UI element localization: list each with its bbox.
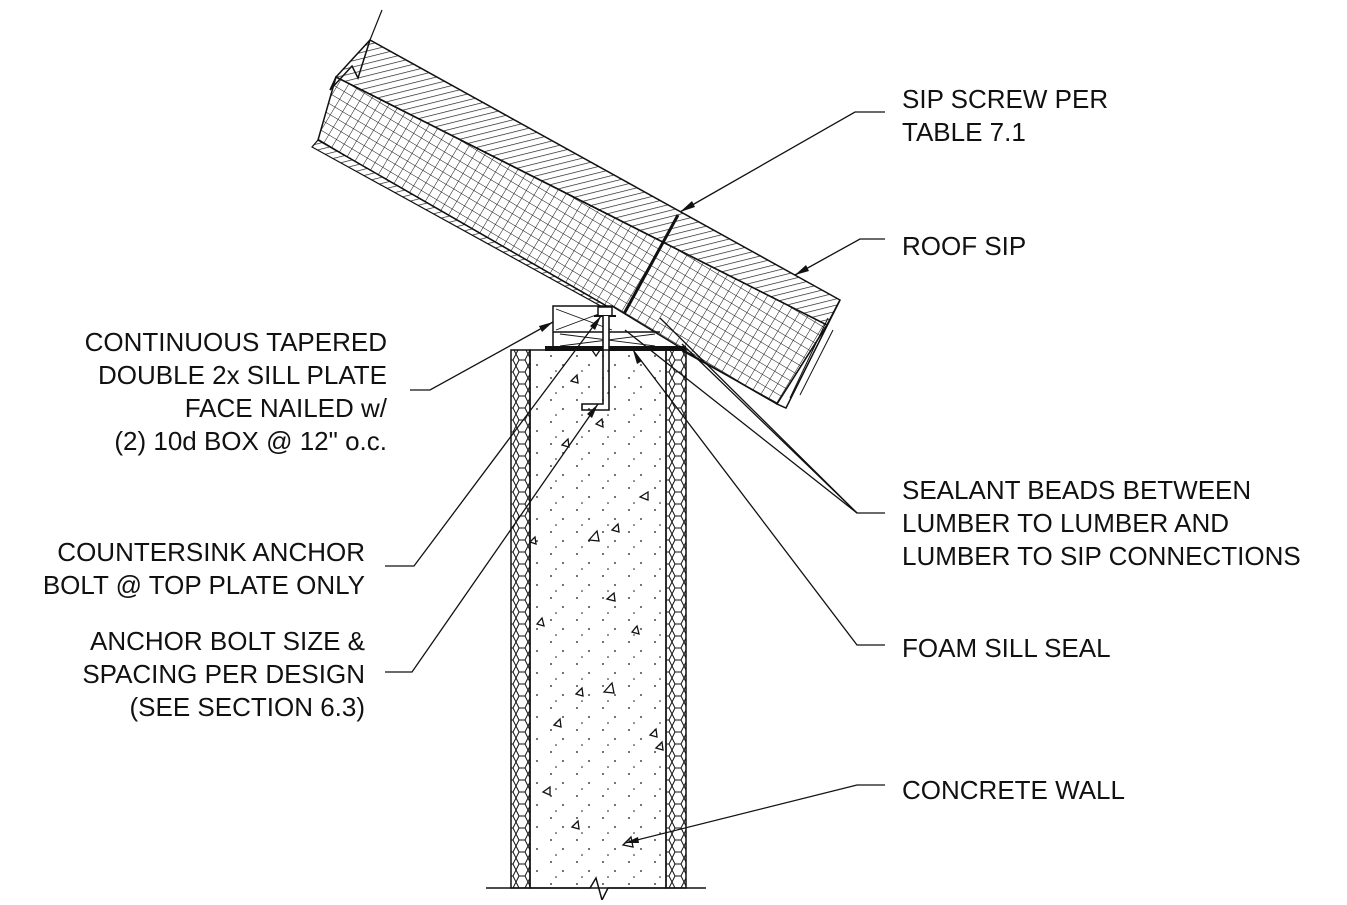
concrete-core <box>529 349 667 889</box>
leader-concrete-wall <box>624 784 885 844</box>
callout-line: BOLT @ TOP PLATE ONLY <box>42 570 365 600</box>
callout-roof-sip: ROOF SIP <box>902 230 1026 263</box>
icf-foam-right <box>665 349 687 889</box>
roof-sip-panel <box>311 9 842 409</box>
callout-concrete-wall: CONCRETE WALL <box>902 774 1125 807</box>
leader-countersink <box>385 315 602 567</box>
callout-line: FOAM SILL SEAL <box>902 633 1111 663</box>
callout-line: CONTINUOUS TAPERED <box>84 327 387 357</box>
leader-sealant-2 <box>681 343 858 514</box>
callout-line: COUNTERSINK ANCHOR <box>57 537 365 567</box>
callout-line: ROOF SIP <box>902 231 1027 261</box>
concrete-wall <box>486 349 706 903</box>
callout-sip-screw: SIP SCREW PER TABLE 7.1 <box>902 83 1108 149</box>
callout-line: LUMBER TO SIP CONNECTIONS <box>902 541 1301 571</box>
callout-line: CONCRETE WALL <box>902 775 1125 805</box>
foam-sill-seal <box>545 346 686 351</box>
leader-sill-plate <box>410 321 554 391</box>
leader-roof-sip <box>794 238 885 276</box>
wall-break-line <box>486 876 706 903</box>
callout-sill-plate: CONTINUOUS TAPERED DOUBLE 2x SILL PLATE … <box>85 326 387 458</box>
leader-anchor-bolt <box>385 403 599 673</box>
leader-foam-sill-seal <box>632 349 885 646</box>
anchor-nut <box>597 306 613 317</box>
leader-lines <box>385 111 885 844</box>
callout-countersink: COUNTERSINK ANCHOR BOLT @ TOP PLATE ONLY <box>43 536 365 602</box>
sip-break-line <box>329 39 371 91</box>
callout-foam-sill-seal: FOAM SILL SEAL <box>902 632 1111 665</box>
sip-end-cap <box>775 299 841 409</box>
callout-line: SPACING PER DESIGN <box>82 659 365 689</box>
callout-line: (SEE SECTION 6.3) <box>129 692 366 722</box>
callout-line: SIP SCREW PER <box>902 84 1109 114</box>
callout-line: SEALANT BEADS BETWEEN <box>902 475 1252 505</box>
leader-sealant-3 <box>624 329 858 514</box>
callout-line: ANCHOR BOLT SIZE & <box>90 626 365 656</box>
callout-line: DOUBLE 2x SILL PLATE <box>97 360 387 390</box>
callout-anchor-bolt: ANCHOR BOLT SIZE & SPACING PER DESIGN (S… <box>82 625 365 724</box>
callout-line: TABLE 7.1 <box>902 117 1026 147</box>
callout-sealant: SEALANT BEADS BETWEEN LUMBER TO LUMBER A… <box>902 474 1301 573</box>
callout-line: FACE NAILED w/ <box>184 393 387 423</box>
icf-foam-left <box>510 349 531 889</box>
leader-sip-screw <box>679 111 885 213</box>
callout-line: LUMBER TO LUMBER AND <box>902 508 1230 538</box>
callout-line: (2) 10d BOX @ 12" o.c. <box>114 426 387 456</box>
